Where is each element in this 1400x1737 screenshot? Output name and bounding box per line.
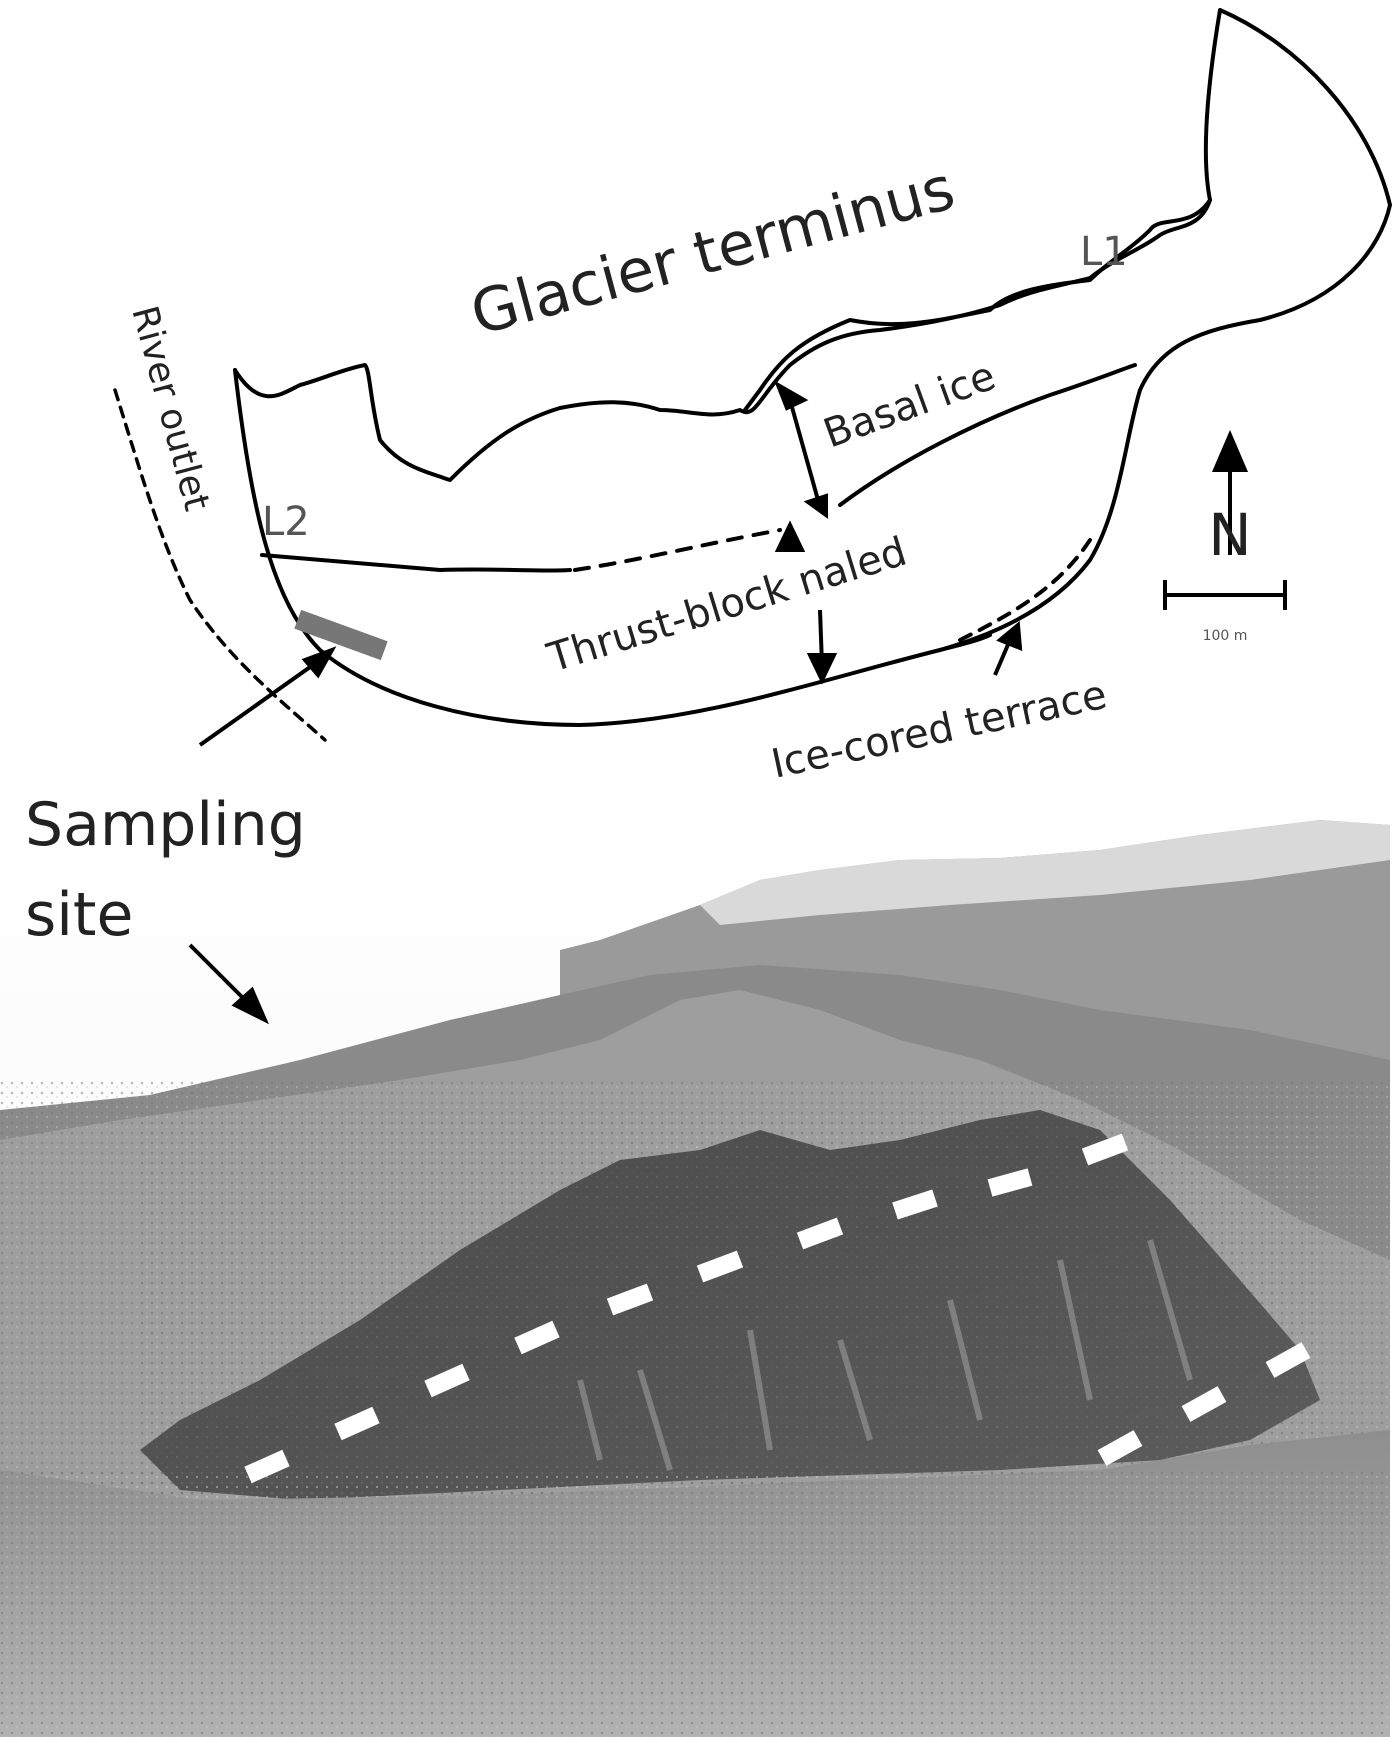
river-outlet-line [113,388,327,742]
l2-line-dashed [573,528,782,572]
sampling-site-marker [294,609,388,661]
scale-bar [1163,580,1287,610]
l2-line [260,553,572,573]
north-label: N [1208,501,1251,569]
sketch-map [113,8,1392,742]
glacier-terminus-label: Glacier terminus [464,153,962,349]
l1-label: L1 [1080,229,1128,275]
thrust-block-naled-label: Thrust-block naled [542,529,913,682]
north-arrow [1211,429,1249,555]
terrace-line [938,633,992,652]
l2-label: L2 [262,499,310,545]
block-streaks [577,1239,1193,1471]
scale-label: 100 m [1203,628,1248,644]
terrace-line-dashed [958,538,1092,642]
outer-boundary [233,8,1392,727]
glacier-front [233,198,1212,482]
ice-cored-terrace-label: Ice-cored terrace [768,672,1111,788]
snow-band [700,820,1390,925]
field-photo [0,820,1390,1737]
basal-ice-label: Basal ice [818,353,1002,457]
photo-dashed-markers [244,1133,1311,1484]
sampling-site-label-line2: site [25,880,133,950]
sampling-site-label-line1: Sampling [25,790,306,860]
map-arrows [188,380,1023,1025]
river-outlet-label: River outlet [123,302,217,515]
basal-ice-line [838,363,1137,507]
